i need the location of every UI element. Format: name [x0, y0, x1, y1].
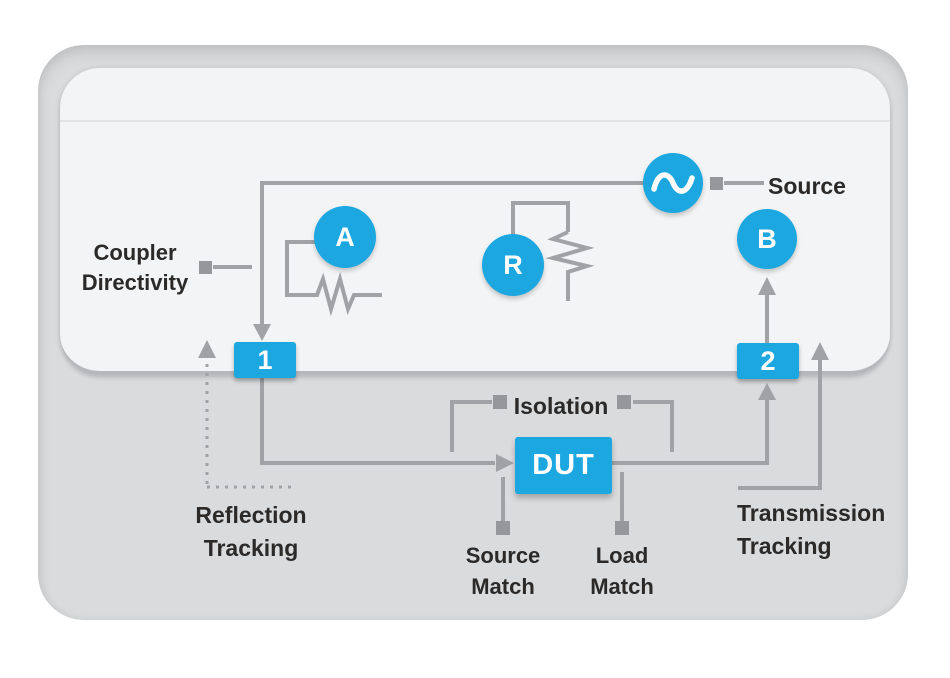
source-label: Source [768, 173, 846, 199]
port2-input-arrow-icon [758, 383, 776, 400]
receiver-a-resistor-icon [285, 240, 382, 317]
receiver-a-label: A [335, 221, 355, 252]
reflection-tracking-arrow-icon [198, 340, 216, 358]
coupler-connector-square [199, 261, 212, 274]
port1-to-dut-wire [260, 378, 495, 465]
load-match-line2: Match [590, 574, 654, 599]
sine-wave-icon [651, 172, 695, 194]
load-match-label: Load Match [562, 540, 682, 602]
source-match-label: Source Match [443, 540, 563, 602]
port-2-label: 2 [760, 345, 776, 376]
source-match-line1: Source [465, 543, 541, 568]
source-match-line2: Match [471, 574, 535, 599]
isolation-right-square [617, 395, 631, 409]
source-match-square [496, 521, 510, 535]
load-match-square [615, 521, 629, 535]
transmission-tracking-label: Transmission Tracking [737, 497, 885, 563]
transmission-tracking-arrow-icon [811, 342, 829, 360]
dut-input-arrow-icon [496, 454, 514, 472]
isolation-left-square [493, 395, 507, 409]
receiver-r-tap-wire [511, 201, 570, 237]
reflection-tracking-line2: Tracking [203, 535, 299, 561]
receiver-r-resistor-icon [545, 230, 595, 301]
dut-label: DUT [532, 449, 595, 481]
port-2: 2 [737, 343, 799, 379]
reflection-tracking-line1: Reflection [195, 502, 307, 528]
reflection-tracking-label: Reflection Tracking [160, 499, 342, 565]
transmission-tracking-wire [738, 357, 822, 490]
load-match-line1: Load [595, 543, 649, 568]
port1-feed-arrow-icon [253, 324, 271, 341]
isolation-left-bracket [450, 400, 492, 452]
coupler-directivity-line2: Directivity [81, 270, 189, 295]
isolation-label: Isolation [513, 393, 609, 419]
receiver-b-arrow-icon [758, 277, 776, 295]
port-1: 1 [234, 342, 296, 378]
dut-to-port2-wire [612, 397, 769, 465]
receiver-a-node: A [314, 206, 376, 268]
source-connector-square [710, 177, 723, 190]
port-1-label: 1 [257, 344, 273, 375]
source-oscillator [643, 153, 703, 213]
transmission-tracking-line2: Tracking [737, 533, 832, 559]
coupler-directivity-line1: Coupler [93, 240, 177, 265]
transmission-tracking-line1: Transmission [737, 500, 886, 526]
receiver-r-label: R [503, 249, 523, 280]
coupler-directivity-label: Coupler Directivity [66, 238, 204, 298]
dut-box: DUT [515, 437, 612, 494]
isolation-right-bracket [633, 400, 674, 452]
receiver-r-node: R [482, 234, 544, 296]
panel-divider-line [60, 120, 890, 122]
receiver-b-node: B [737, 209, 797, 269]
receiver-b-label: B [757, 223, 777, 254]
